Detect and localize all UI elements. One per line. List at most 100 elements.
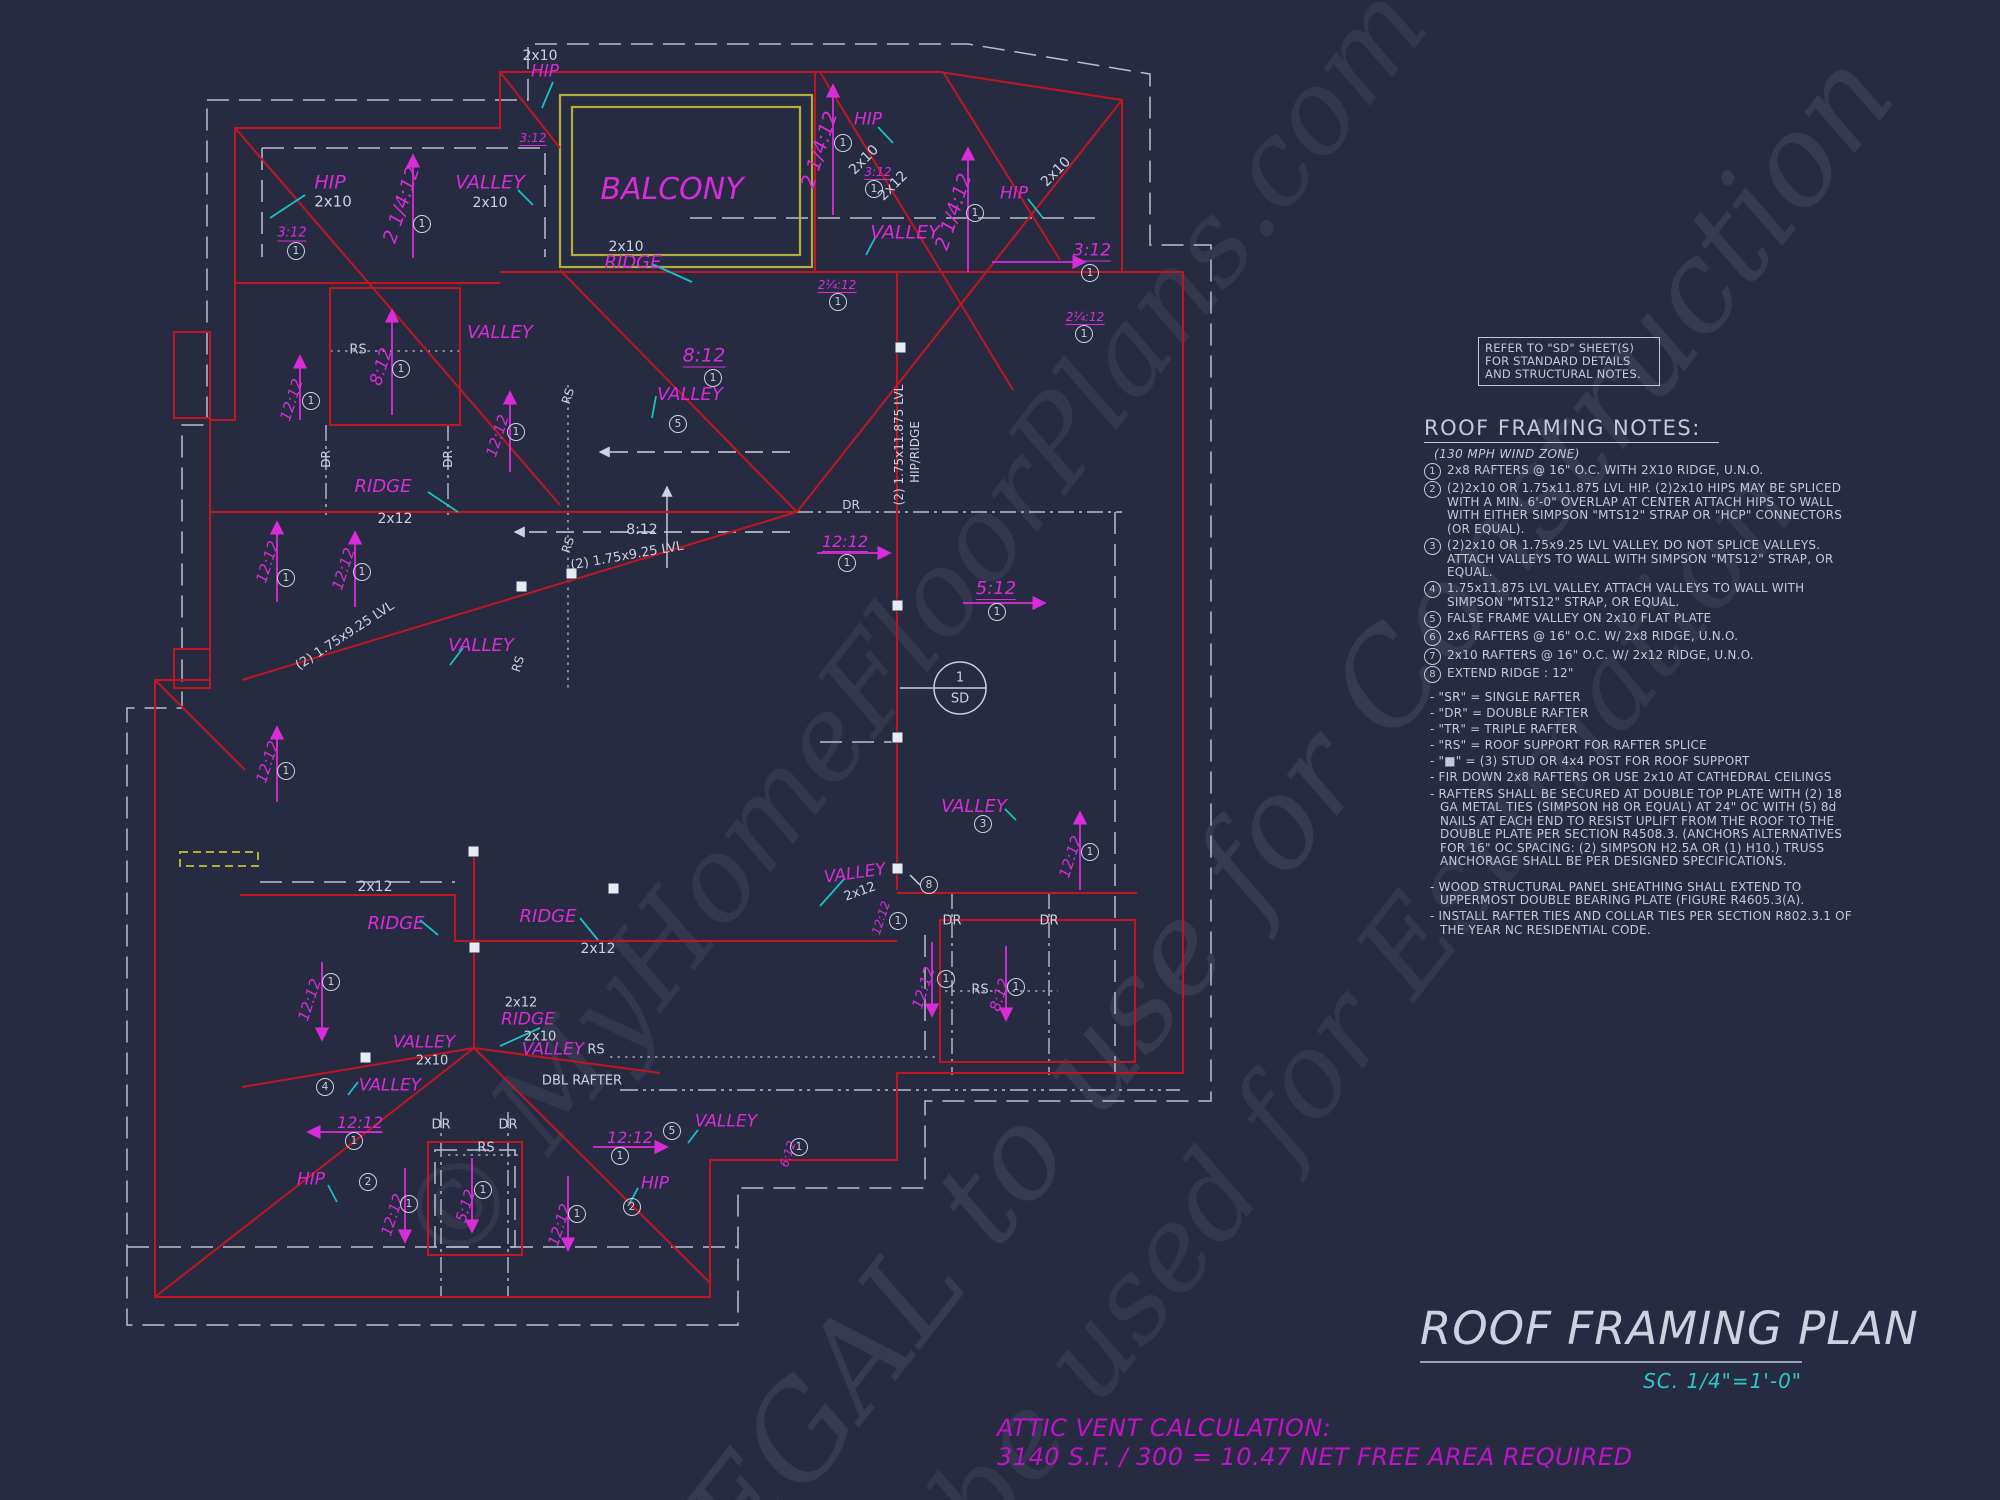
plan-annotation: (2) 1.75x9.25 LVL bbox=[293, 598, 397, 674]
note-reference-bubble: 1 bbox=[302, 392, 320, 410]
plan-annotation: 1 bbox=[955, 670, 965, 686]
plan-annotation: DR bbox=[942, 913, 962, 929]
plan-annotation: VALLEY bbox=[694, 1111, 758, 1132]
plan-annotation: VALLEY bbox=[657, 384, 723, 405]
note-reference-bubble: 3 bbox=[974, 815, 992, 833]
plan-annotation: 2x12 bbox=[377, 511, 413, 527]
note-reference-bubble: 1 bbox=[937, 970, 955, 988]
plan-annotation: 2x10 bbox=[415, 1053, 449, 1069]
plan-annotation: 2x10 bbox=[314, 192, 352, 211]
framing-note-item: 4 1.75x11.875 LVL VALLEY. ATTACH VALLEYS … bbox=[1424, 581, 1862, 609]
reference-note-box: REFER TO "SD" SHEET(S) FOR STANDARD DETA… bbox=[1478, 337, 1660, 387]
plan-annotation: (2) 1.75x11.875 LVL bbox=[892, 384, 906, 506]
framing-notes-legend: - "SR" = SINGLE RAFTER- "DR" = DOUBLE RA… bbox=[1424, 691, 1862, 937]
plan-annotation: HIP bbox=[853, 109, 883, 130]
legend-item: - "TR" = TRIPLE RAFTER bbox=[1430, 722, 1578, 737]
note-reference-bubble: 1 bbox=[834, 134, 852, 152]
note-reference-bubble: 1 bbox=[400, 1195, 418, 1213]
plan-annotation: HIP bbox=[314, 171, 346, 194]
note-reference-bubble: 1 bbox=[1081, 843, 1099, 861]
notes-heading: ROOF FRAMING NOTES: bbox=[1424, 416, 1719, 444]
legend-item: - WOOD STRUCTURAL PANEL SHEATHING SHALL … bbox=[1430, 879, 1805, 908]
dashed-flow-arrows bbox=[513, 446, 933, 689]
overhang-dashed-outline bbox=[126, 43, 1212, 1326]
plan-annotation: HIP/RIDGE bbox=[908, 421, 922, 483]
plan-annotation: 2x10 bbox=[608, 239, 644, 255]
note-number-bubble: 2 bbox=[1424, 481, 1441, 499]
note-reference-bubble: 1 bbox=[507, 423, 525, 441]
notes-panel: REFER TO "SD" SHEET(S) FOR STANDARD DETA… bbox=[1424, 337, 1862, 940]
note-reference-bubble: 1 bbox=[1075, 325, 1093, 343]
note-reference-bubble: 1 bbox=[988, 603, 1006, 621]
section-detail-marker bbox=[909, 661, 987, 886]
note-reference-bubble: 5 bbox=[669, 415, 687, 433]
plan-annotation: RIDGE bbox=[604, 252, 662, 273]
note-reference-bubble: 1 bbox=[345, 1132, 363, 1150]
plan-annotation: 2x12 bbox=[504, 995, 538, 1011]
plan-annotation: BALCONY bbox=[600, 172, 744, 207]
plan-annotation: VALLEY bbox=[455, 171, 525, 194]
note-number-bubble: 4 bbox=[1424, 581, 1441, 599]
plan-annotation: 3:12 bbox=[277, 225, 307, 242]
note-number-bubble: 5 bbox=[1424, 610, 1441, 628]
note-text: 2x10 RAFTERS @ 16" O.C. W/ 2x12 RIDGE, U… bbox=[1447, 647, 1754, 662]
plan-annotation: 12:12 bbox=[336, 1113, 384, 1133]
plan-annotation: DR bbox=[431, 1117, 451, 1133]
title-block: ROOF FRAMING PLAN SC. 1/4"=1'-0" bbox=[1420, 1302, 1918, 1393]
note-reference-bubble: 1 bbox=[277, 762, 295, 780]
note-number-bubble: 6 bbox=[1424, 629, 1441, 647]
label-leaders bbox=[269, 81, 1044, 1207]
legend-item: - "RS" = ROOF SUPPORT FOR RAFTER SPLICE bbox=[1430, 738, 1707, 753]
plan-annotation: 2¼:12 bbox=[1065, 310, 1105, 325]
balcony-outline bbox=[558, 93, 814, 269]
note-reference-bubble: 1 bbox=[568, 1205, 586, 1223]
plan-annotation: VALLEY bbox=[822, 859, 888, 888]
plan-annotation: DR bbox=[498, 1117, 518, 1133]
plan-annotation: RS bbox=[558, 386, 578, 406]
note-reference-bubble: 1 bbox=[413, 215, 431, 233]
plan-annotation: VALLEY bbox=[467, 322, 533, 343]
roof-support-dotted-lines bbox=[330, 350, 1058, 1156]
notes-subheading: (130 MPH WIND ZONE) bbox=[1434, 447, 1580, 462]
attic-vent-calculation: ATTIC VENT CALCULATION: 3140 S.F. / 300 … bbox=[997, 1414, 1633, 1472]
plan-annotation: 12:12 bbox=[1055, 833, 1086, 881]
note-text: (2)2x10 OR 1.75x11.875 LVL HIP. (2)2x10 … bbox=[1447, 481, 1843, 536]
plan-annotation: VALLEY bbox=[392, 1032, 456, 1053]
plan-annotation: DBL RAFTER bbox=[541, 1073, 623, 1089]
plan-annotation: 2¼:12 bbox=[817, 278, 857, 293]
note-text: 2x6 RAFTERS @ 16" O.C. W/ 2x8 RIDGE, U.N… bbox=[1447, 629, 1739, 644]
note-reference-bubble: 2 bbox=[623, 1198, 641, 1216]
plan-annotation: VALLEY bbox=[870, 221, 940, 244]
note-reference-bubble: 8 bbox=[920, 876, 938, 894]
plan-annotation: DR bbox=[319, 450, 333, 468]
plan-annotation: 8:12 bbox=[626, 522, 658, 538]
plan-annotation: HIP bbox=[296, 1169, 326, 1190]
plan-annotation: RS bbox=[558, 535, 578, 555]
plan-annotation: DR bbox=[842, 498, 860, 512]
plan-annotation: 12:12 bbox=[606, 1128, 654, 1148]
note-text: 1.75x11.875 LVL VALLEY. ATTACH VALLEYS T… bbox=[1447, 581, 1805, 609]
note-reference-bubble: 1 bbox=[353, 563, 371, 581]
plan-annotation: RIDGE bbox=[367, 913, 425, 934]
plan-annotation: VALLEY bbox=[941, 796, 1007, 817]
plan-annotation: VALLEY bbox=[358, 1075, 422, 1096]
attic-vent-line2: 3140 S.F. / 300 = 10.47 NET FREE AREA RE… bbox=[997, 1442, 1633, 1471]
note-reference-bubble: 1 bbox=[966, 204, 984, 222]
note-reference-bubble: 1 bbox=[1081, 264, 1099, 282]
plan-annotation: 2 1/4:12 bbox=[378, 163, 425, 246]
roof-framing-red-lines bbox=[154, 71, 1184, 1298]
note-reference-bubble: 1 bbox=[838, 554, 856, 572]
plan-annotation: 3:12 bbox=[519, 131, 547, 146]
plan-annotation: 12:12 bbox=[252, 738, 283, 786]
note-text: EXTEND RIDGE : 12" bbox=[1447, 666, 1574, 681]
framing-note-item: 2 (2)2x10 OR 1.75x11.875 LVL HIP. (2)2x10… bbox=[1424, 481, 1862, 536]
note-reference-bubble: 1 bbox=[611, 1147, 629, 1165]
note-reference-bubble: 1 bbox=[474, 1181, 492, 1199]
note-reference-bubble: 1 bbox=[790, 1138, 808, 1156]
